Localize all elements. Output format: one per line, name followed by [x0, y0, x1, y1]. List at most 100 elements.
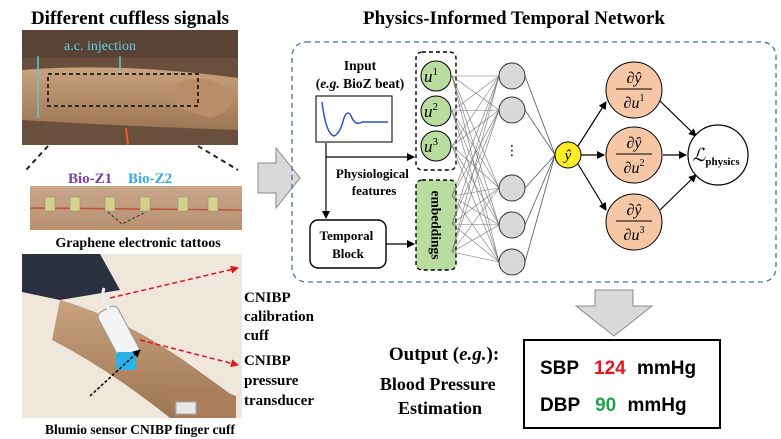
- cnibp-cuff-line-1: CNIBP: [244, 290, 291, 306]
- dbp-value: 90: [595, 395, 616, 416]
- network-edge: [451, 110, 500, 263]
- cnibp-transducer-label: CNIBP pressure transducer: [244, 353, 314, 409]
- network-title: Physics-Informed Temporal Network: [363, 8, 665, 29]
- svg-text:u3: u3: [424, 136, 439, 156]
- svg-text:∂ŷ: ∂ŷ: [626, 202, 642, 219]
- cnibp-transducer-line-3: transducer: [244, 393, 314, 409]
- temporal-block-label: Temporal Block: [320, 228, 377, 261]
- bioz-beat-plot: [315, 95, 393, 143]
- svg-text:∂ŷ: ∂ŷ: [626, 135, 642, 152]
- wrist-photo: a.c. injection: [22, 30, 238, 146]
- network-edge: [451, 109, 500, 225]
- cnibp-transducer-line-2: pressure: [244, 373, 299, 389]
- hidden-node: [498, 62, 526, 90]
- temporal-line-2: Block: [332, 246, 365, 261]
- network-edge: [451, 187, 500, 197]
- network-edge: [451, 187, 500, 225]
- network-edge: [524, 109, 556, 156]
- network-edge: [451, 224, 500, 253]
- input-node-3: u3: [420, 130, 452, 162]
- network-edge: [451, 109, 500, 147]
- cuff-photo: [22, 254, 242, 418]
- hidden-node: [498, 211, 526, 239]
- svg-text:∂ŷ: ∂ŷ: [626, 70, 642, 87]
- bioz1-label: Bio-Z1: [68, 171, 112, 187]
- yhat-to-derivative-3: [577, 163, 607, 211]
- sbp-row: SBP 124 mmHg: [540, 358, 696, 379]
- dbp-row: DBP 90 mmHg: [540, 395, 687, 416]
- dbp-unit: mmHg: [627, 395, 686, 416]
- derivative-1-to-loss: [659, 100, 697, 137]
- network-edge: [451, 145, 500, 226]
- output-subtitle-line-2: Estimation: [398, 398, 482, 418]
- features-line-2: features: [352, 183, 397, 198]
- left-panel-title: Different cuffless signals: [31, 8, 229, 29]
- hidden-ellipsis: ⋮: [505, 143, 519, 159]
- finger-cuff-caption: Blumio sensor CNIBP finger cuff: [45, 422, 236, 437]
- hidden-node: [498, 96, 526, 124]
- derivative-3-to-loss: [659, 174, 697, 211]
- svg-text:u1: u1: [424, 66, 438, 86]
- loss-node: ℒphysics: [687, 124, 749, 186]
- derivative-node-3: ∂ŷ ∂u3: [605, 193, 663, 251]
- input-label: Input: [344, 58, 377, 73]
- network-edge: [451, 195, 500, 226]
- features-line-1: Physiological: [336, 166, 409, 181]
- network-edge: [451, 75, 500, 225]
- hidden-node: [498, 174, 526, 202]
- svg-text:∂u2: ∂u2: [624, 158, 645, 177]
- input-node-1: u1: [420, 60, 452, 92]
- network-edge: [524, 154, 556, 189]
- input-node-2: u2: [420, 95, 452, 127]
- hidden-node: [498, 248, 526, 276]
- yhat-to-derivative-1: [577, 101, 607, 147]
- network-edge: [451, 75, 500, 253]
- network-edge: [524, 154, 556, 263]
- cuff-pointer-arrow: [109, 265, 239, 299]
- cnibp-transducer-line-1: CNIBP: [244, 353, 291, 369]
- hidden-layer: [498, 62, 526, 276]
- output-label: Output (e.g.):: [389, 344, 499, 365]
- cnibp-cuff-line-2: calibration: [244, 309, 315, 325]
- svg-text:ℒphysics: ℒphysics: [692, 145, 740, 168]
- output-subtitle: Blood Pressure Estimation: [380, 374, 500, 418]
- network-edge: [451, 223, 500, 263]
- bioz2-label: Bio-Z2: [128, 171, 172, 187]
- embeddings-box: [415, 179, 457, 271]
- transducer-pointer-arrow: [139, 339, 239, 368]
- output-node: ŷ: [554, 141, 582, 169]
- derivative-node-2: ∂ŷ ∂u2: [605, 126, 663, 184]
- network-edge: [524, 75, 556, 156]
- svg-text:u2: u2: [424, 101, 438, 121]
- input-example: (e.g. BioZ beat): [316, 76, 405, 91]
- network-edge: [451, 251, 500, 263]
- derivative-node-1: ∂ŷ ∂u1: [605, 61, 663, 119]
- network-edge: [451, 195, 500, 263]
- network-edge: [451, 75, 500, 112]
- temporal-line-1: Temporal: [320, 228, 374, 243]
- network-frame: [291, 41, 777, 283]
- network-edge: [451, 110, 500, 226]
- ac-injection-label: a.c. injection: [64, 39, 136, 54]
- sbp-label: SBP: [540, 358, 579, 379]
- network-edge: [524, 154, 556, 226]
- output-subtitle-line-1: Blood Pressure: [380, 374, 496, 394]
- sbp-value: 124: [594, 358, 626, 379]
- network-edges: [451, 75, 556, 263]
- tattoo-photo: [29, 186, 243, 230]
- cnibp-cuff-line-3: cuff: [244, 328, 270, 344]
- flow-arrow-right: [257, 146, 301, 210]
- flow-arrow-down: [574, 289, 654, 337]
- cnibp-cuff-label: CNIBP calibration cuff: [244, 290, 318, 344]
- network-edge: [451, 109, 500, 197]
- bp-result-box: [523, 339, 721, 429]
- zoom-line-right: [197, 145, 239, 171]
- network-edge: [451, 145, 500, 263]
- network-edge: [451, 75, 500, 189]
- svg-text:∂u3: ∂u3: [624, 225, 645, 244]
- network-edge: [451, 223, 500, 226]
- tattoo-caption: Graphene electronic tattoos: [55, 236, 221, 251]
- network-edge: [451, 187, 500, 253]
- sbp-unit: mmHg: [637, 358, 696, 379]
